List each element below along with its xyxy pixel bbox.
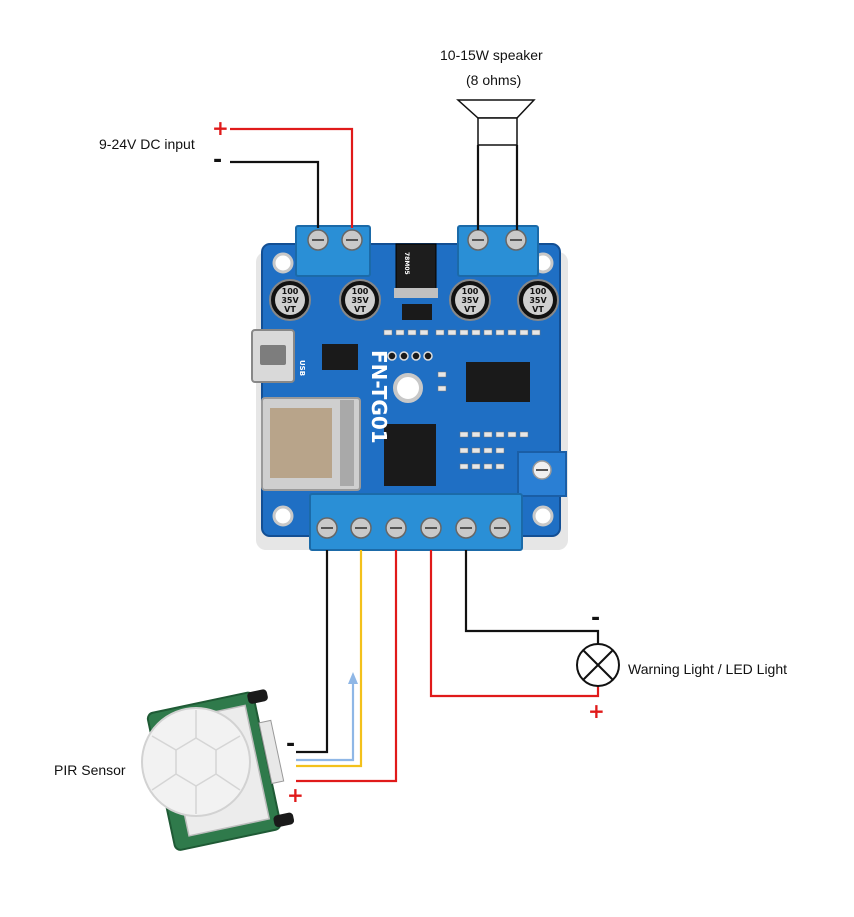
svg-text:35V: 35V <box>529 296 547 305</box>
svg-text:VT: VT <box>464 305 476 314</box>
power-terminal-block <box>295 225 371 277</box>
capacitor-brand-text: VT <box>284 305 296 314</box>
capacitor-voltage-text: 35V <box>281 296 299 305</box>
svg-text:100: 100 <box>530 287 547 296</box>
light-plus-sign: + <box>588 699 605 723</box>
light-negative-wire <box>464 550 600 644</box>
sd-card-slot <box>261 397 361 491</box>
pir-positive-wire <box>296 550 398 783</box>
usb-silk-label: USB <box>298 360 306 376</box>
mounting-hole <box>272 252 554 527</box>
speaker-label: 10-15W speaker <box>440 47 543 63</box>
pir-signal-wire-blue <box>296 680 355 762</box>
warning-light-symbol <box>576 643 620 687</box>
pir-sensor-module <box>141 689 295 851</box>
wires <box>230 127 600 783</box>
flash-chip <box>322 344 358 370</box>
pir-plus-sign: + <box>287 783 304 807</box>
pir-minus-sign: - <box>286 732 296 757</box>
board-model-label: FN-TG01 <box>367 350 391 444</box>
dc-input-label: 9-24V DC input <box>99 136 195 152</box>
dc-negative-wire <box>230 160 320 228</box>
mp3-player-board: USB 78M05 <box>251 225 568 551</box>
smd-components <box>383 329 541 470</box>
svg-text:35V: 35V <box>351 296 369 305</box>
light-minus-sign: - <box>591 606 601 631</box>
dc-plus-sign: + <box>212 116 229 140</box>
capacitor <box>269 279 311 321</box>
speaker-symbol <box>456 99 536 146</box>
svg-text:100: 100 <box>352 287 369 296</box>
pir-sensor-label: PIR Sensor <box>54 762 126 778</box>
dc-positive-wire <box>230 127 354 228</box>
speaker-terminal-block <box>457 225 539 277</box>
capacitor <box>339 279 381 321</box>
svg-text:VT: VT <box>532 305 544 314</box>
voltage-regulator: 78M05 <box>394 243 438 298</box>
svg-text:78M05: 78M05 <box>403 252 410 275</box>
svg-text:VT: VT <box>354 305 366 314</box>
capacitor-value-text: 100 <box>282 287 299 296</box>
speaker-impedance-label: (8 ohms) <box>466 72 522 88</box>
volume-potentiometer <box>517 451 567 497</box>
audio-amplifier-chip <box>466 362 530 402</box>
svg-text:100: 100 <box>462 287 479 296</box>
capacitor <box>517 279 559 321</box>
io-terminal-block <box>309 493 523 551</box>
light-positive-wire <box>429 550 600 698</box>
pir-signal-wire-yellow <box>296 550 363 768</box>
warning-light-label: Warning Light / LED Light <box>628 661 788 677</box>
signal-arrow <box>348 672 358 684</box>
capacitor <box>449 279 491 321</box>
svg-text:35V: 35V <box>461 296 479 305</box>
pir-negative-wire <box>296 550 329 754</box>
decoder-chip <box>384 424 436 486</box>
dc-minus-sign: - <box>213 148 223 173</box>
